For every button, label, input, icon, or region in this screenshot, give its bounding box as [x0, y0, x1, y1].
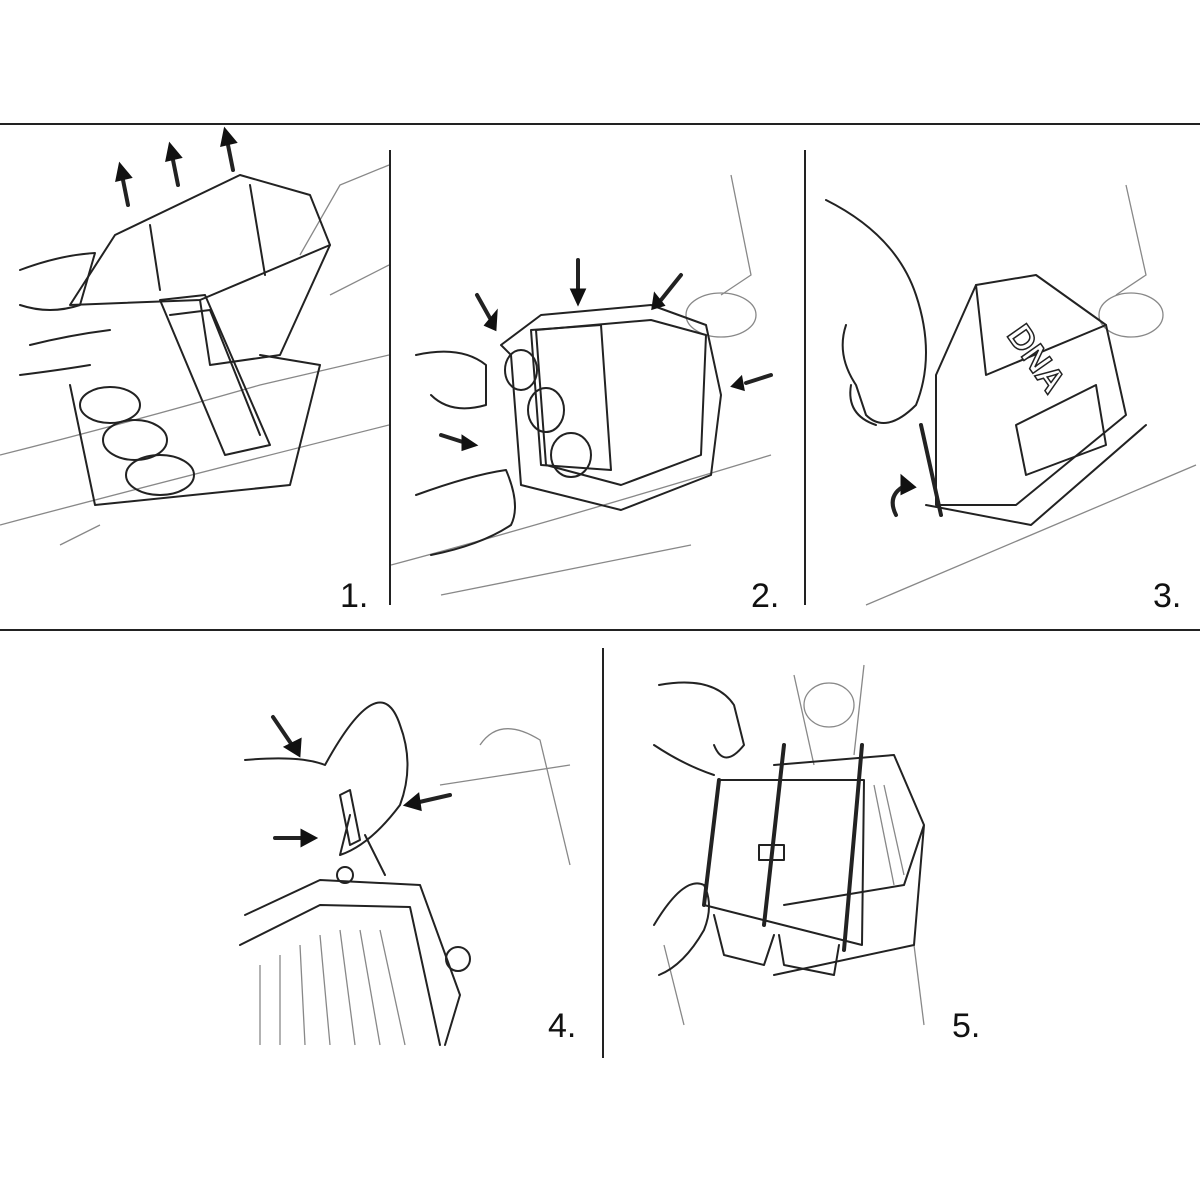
hand-with-clip	[244, 701, 409, 876]
filter-with-straps	[702, 743, 865, 976]
filter-frame	[500, 304, 722, 511]
step-1-label: 1.	[340, 577, 369, 615]
middle-divider	[0, 629, 1200, 631]
hand-with-screwdriver	[825, 199, 943, 517]
filter-element	[504, 324, 612, 478]
step-2-panel: 2.	[391, 125, 804, 625]
step-4-panel: 4.	[200, 645, 602, 1065]
airbox-with-filter	[925, 274, 1147, 526]
press-arrows	[271, 715, 452, 848]
step-1-panel: 1.	[0, 125, 389, 625]
step-3-label: 3.	[1153, 577, 1182, 615]
step-5-illustration	[653, 664, 925, 1026]
step-4-illustration	[239, 701, 571, 1046]
step-2-illustration	[391, 174, 773, 596]
svg-text:DNA: DNA	[999, 318, 1072, 400]
dna-logo: DNA	[999, 317, 1074, 401]
divider-2-3	[804, 150, 806, 605]
airbox-base	[69, 354, 321, 506]
hand	[19, 252, 111, 376]
hands	[653, 681, 745, 976]
airbox-housing	[773, 754, 925, 976]
divider-1-2	[389, 150, 391, 605]
rotate-arrow-icon	[890, 473, 917, 517]
lift-arrows	[115, 126, 238, 207]
air-filter	[159, 294, 271, 456]
hands	[415, 350, 516, 556]
top-divider	[0, 123, 1200, 125]
step-5-panel: 5.	[604, 645, 1200, 1065]
divider-4-5	[602, 648, 604, 1058]
step-4-label: 4.	[548, 1007, 577, 1045]
press-arrows	[439, 258, 773, 452]
step-3-panel: DNA 3.	[806, 125, 1200, 625]
step-3-illustration: DNA	[825, 184, 1197, 606]
airbox-edge	[239, 866, 471, 1046]
airbox-lid	[69, 174, 331, 366]
step-5-label: 5.	[952, 1007, 981, 1045]
step-2-label: 2.	[751, 577, 780, 615]
step-1-illustration	[0, 126, 389, 546]
